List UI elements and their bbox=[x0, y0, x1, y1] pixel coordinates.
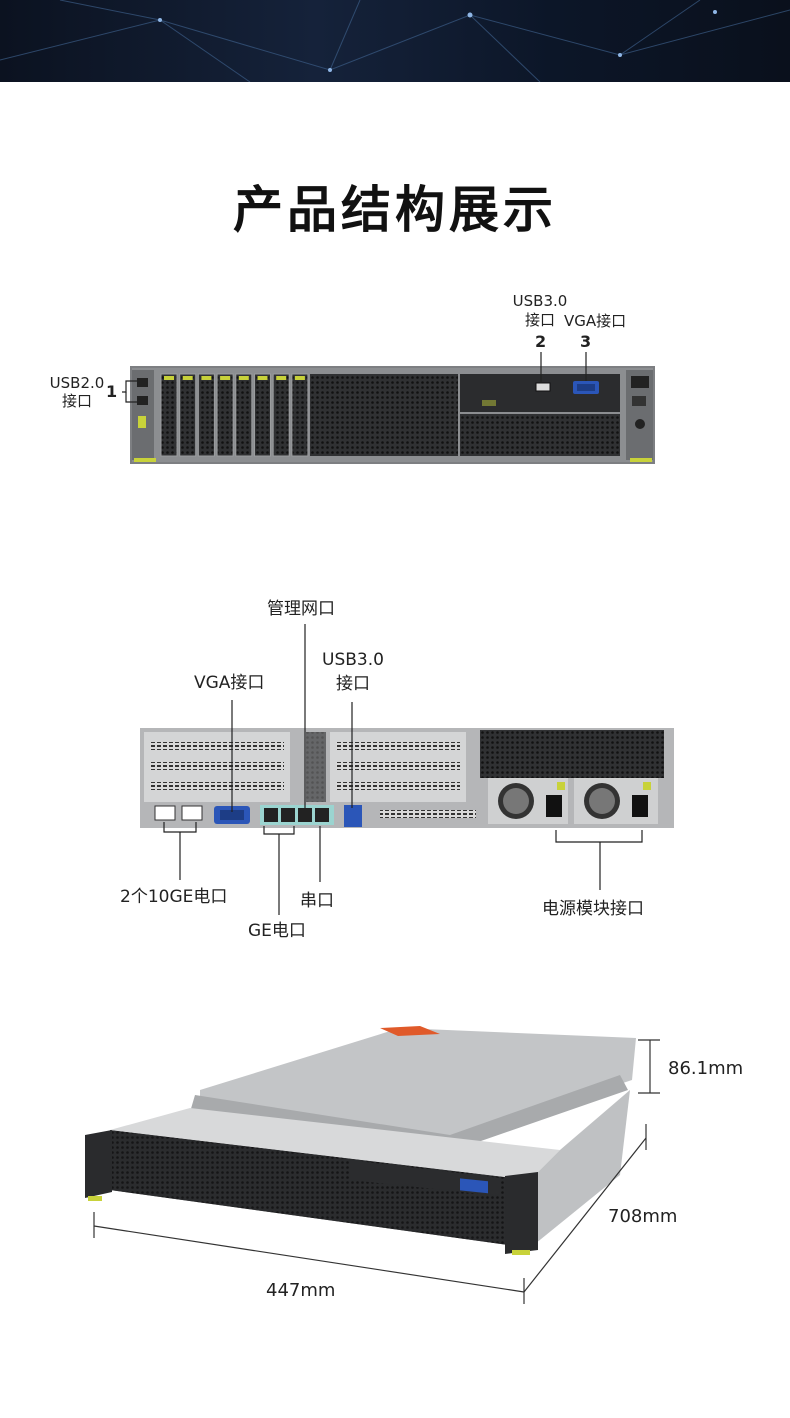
drive-bay bbox=[235, 373, 253, 457]
drive-bay-indicator bbox=[276, 376, 287, 380]
front-usb30-text: USB3.0 接口 bbox=[512, 292, 568, 329]
drive-bay-indicator bbox=[294, 376, 305, 380]
drive-bay bbox=[197, 373, 215, 457]
drive-bay bbox=[254, 373, 271, 457]
rear-ge-label: GE电口 bbox=[248, 921, 306, 941]
dimension-depth-label: 708mm bbox=[608, 1206, 678, 1227]
front-vga-number: 3 bbox=[580, 332, 592, 351]
rear-leader-lines bbox=[163, 624, 643, 915]
isometric-server-image bbox=[85, 1026, 636, 1255]
drive-bay-indicator bbox=[164, 376, 174, 380]
drive-bay bbox=[291, 373, 309, 457]
drive-bay bbox=[272, 373, 290, 457]
front-panel-image bbox=[130, 366, 655, 464]
drive-bay bbox=[179, 373, 197, 457]
drive-bay-indicator bbox=[238, 376, 249, 380]
front-usb30-number: 2 bbox=[535, 332, 547, 351]
drive-bay-indicator bbox=[257, 376, 268, 380]
rear-panel-image bbox=[140, 728, 674, 828]
front-usb30-label: USB3.0 接口 bbox=[505, 292, 575, 330]
front-usb20-label: USB2.0 接口 bbox=[48, 374, 106, 410]
front-usb20-number: 1 bbox=[106, 382, 118, 401]
drive-bay bbox=[160, 373, 178, 457]
rear-psu-label: 电源模块接口 bbox=[542, 899, 644, 919]
rear-mgmt-port-label: 管理网口 bbox=[267, 599, 335, 619]
drive-bay bbox=[216, 373, 234, 457]
rear-usb30-label: USB3.0 接口 bbox=[316, 648, 390, 696]
drive-bay-indicator bbox=[220, 376, 231, 380]
rear-10ge-label: 2个10GE电口 bbox=[120, 887, 228, 907]
rear-serial-label: 串口 bbox=[300, 891, 334, 911]
header-banner bbox=[0, 0, 790, 82]
rear-vga-label: VGA接口 bbox=[194, 673, 265, 693]
page-title: 产品结构展示 bbox=[233, 181, 557, 239]
dimension-lines bbox=[93, 1039, 660, 1304]
network-lines-decoration bbox=[0, 0, 790, 82]
dimension-height-label: 86.1mm bbox=[668, 1058, 744, 1079]
drive-bay-indicator bbox=[182, 376, 193, 380]
dimension-width-label: 447mm bbox=[266, 1280, 336, 1301]
front-leader-lines bbox=[122, 352, 587, 403]
rear-usb30-text: USB3.0 接口 bbox=[322, 650, 384, 694]
drive-bay-indicator bbox=[201, 376, 212, 380]
front-vga-label: VGA接口 bbox=[564, 312, 627, 330]
front-usb20-text: USB2.0 接口 bbox=[49, 374, 105, 410]
